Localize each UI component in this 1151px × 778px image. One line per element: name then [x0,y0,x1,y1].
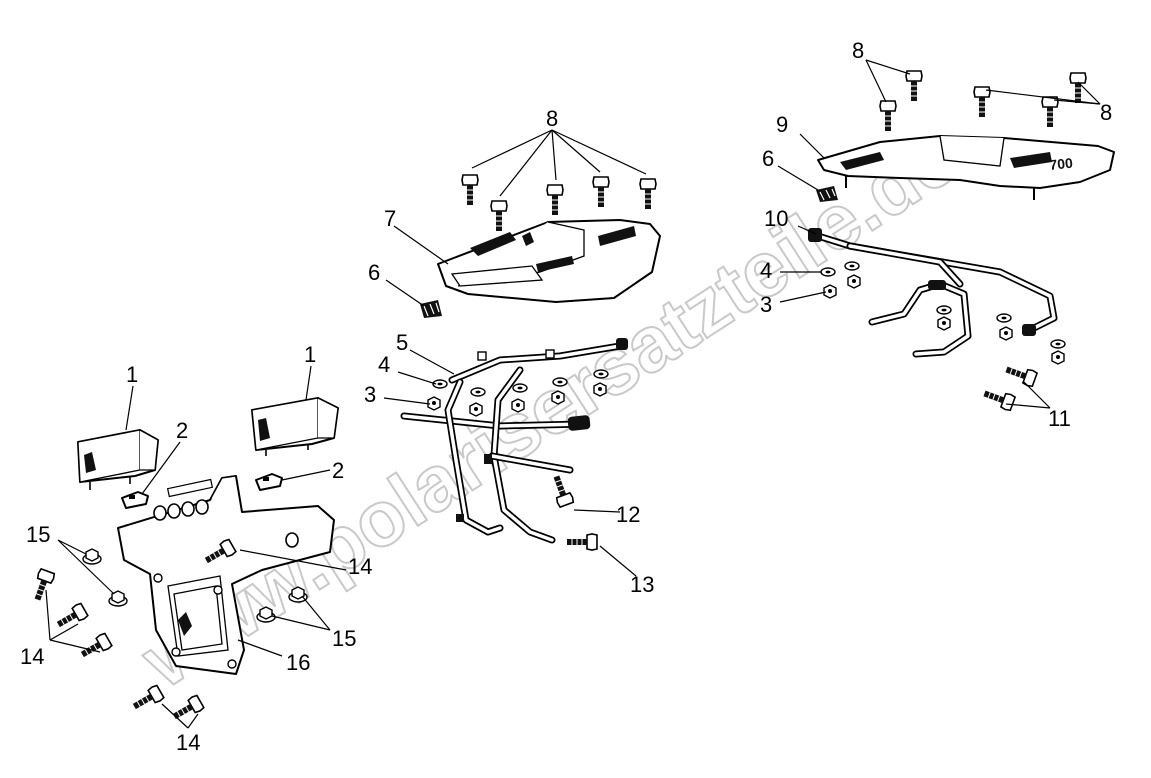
callout-2-left: 2 [176,418,188,443]
bolt-14-c [77,631,114,663]
bolt-8-r5 [1041,96,1059,128]
callout-2-right: 2 [332,458,344,483]
callout-4-right: 4 [760,258,772,283]
callout-8-center: 8 [546,106,558,131]
rear-rack-top-9: 700 [817,135,1115,200]
callout-6-center: 6 [368,260,380,285]
headlight-clip-right [255,473,283,491]
nut-3-right-c [937,316,951,331]
bolt-13 [566,533,598,551]
washer-4-center-b [470,387,486,397]
bolt-8-c4 [592,176,610,208]
washer-4-center-e [593,369,609,379]
watermark-text: www.polarisersatzteile.de [125,113,971,705]
bolt-14-a [29,567,57,604]
nut-3-right-b [847,274,861,289]
nut-15-a [82,548,102,565]
front-rack-frame-5 [400,338,628,544]
decal-6-center [420,300,442,318]
callout-13: 13 [630,572,654,597]
bolt-8-r3 [973,86,991,118]
bolt-8-c2 [490,200,508,232]
nut-3-center-e [593,382,607,397]
rear-rack-frame-10 [808,228,1058,358]
callout-9: 9 [776,112,788,137]
bolt-8-r2 [879,100,897,132]
callout-14-bottom: 14 [176,730,200,755]
nut-3-right-d [999,326,1013,341]
nut-15-b [108,590,128,607]
callout-6-right: 6 [762,146,774,171]
washer-4-right-b [844,261,860,271]
callout-1-right: 1 [304,342,316,367]
front-mask-panel [117,475,335,675]
nut-3-center-d [551,390,565,405]
washer-4-center-d [552,377,568,387]
bolt-8-c1 [461,174,479,206]
callout-1-left: 1 [126,362,138,387]
bolt-11-b [980,385,1017,413]
nut-3-center-b [469,402,483,417]
svg-text:700: 700 [1049,155,1074,173]
callout-14-right: 14 [348,554,372,579]
callout-7: 7 [384,206,396,231]
callout-3-center: 3 [364,382,376,407]
callout-16: 16 [286,650,310,675]
washer-4-right-d [996,313,1012,323]
callout-12: 12 [616,502,640,527]
callout-15-left: 15 [26,522,50,547]
callout-5: 5 [396,330,408,355]
callout-15-right: 15 [332,626,356,651]
nut-3-center-c [511,398,525,413]
washer-4-right-a [820,267,836,277]
bolt-8-r1 [905,70,923,102]
headlight-left [77,429,159,490]
washer-4-right-c [936,305,952,315]
bolt-14-b [53,601,90,633]
bolt-8-c3 [546,184,564,216]
bolt-8-c5 [639,178,657,210]
callout-4-center: 4 [378,352,390,377]
leader-lines [45,59,1101,729]
washer-4-center-c [512,383,528,393]
bolt-14-d [129,683,166,715]
decal-6-right [816,186,838,202]
callout-10: 10 [764,206,788,231]
washer-4-right-e [1050,339,1066,349]
headlight-clip-left [121,491,149,509]
nut-3-right-e [1051,350,1065,365]
front-rack-top-7 [437,219,661,303]
bolt-11-a [1002,361,1039,389]
callout-8-right-top: 8 [852,38,864,63]
headlight-right [251,397,339,456]
callout-11: 11 [1048,406,1071,431]
bolt-12 [548,472,576,509]
callout-8-right: 8 [1100,100,1112,125]
callout-3-right: 3 [760,292,772,317]
callout-14-left: 14 [20,644,44,669]
